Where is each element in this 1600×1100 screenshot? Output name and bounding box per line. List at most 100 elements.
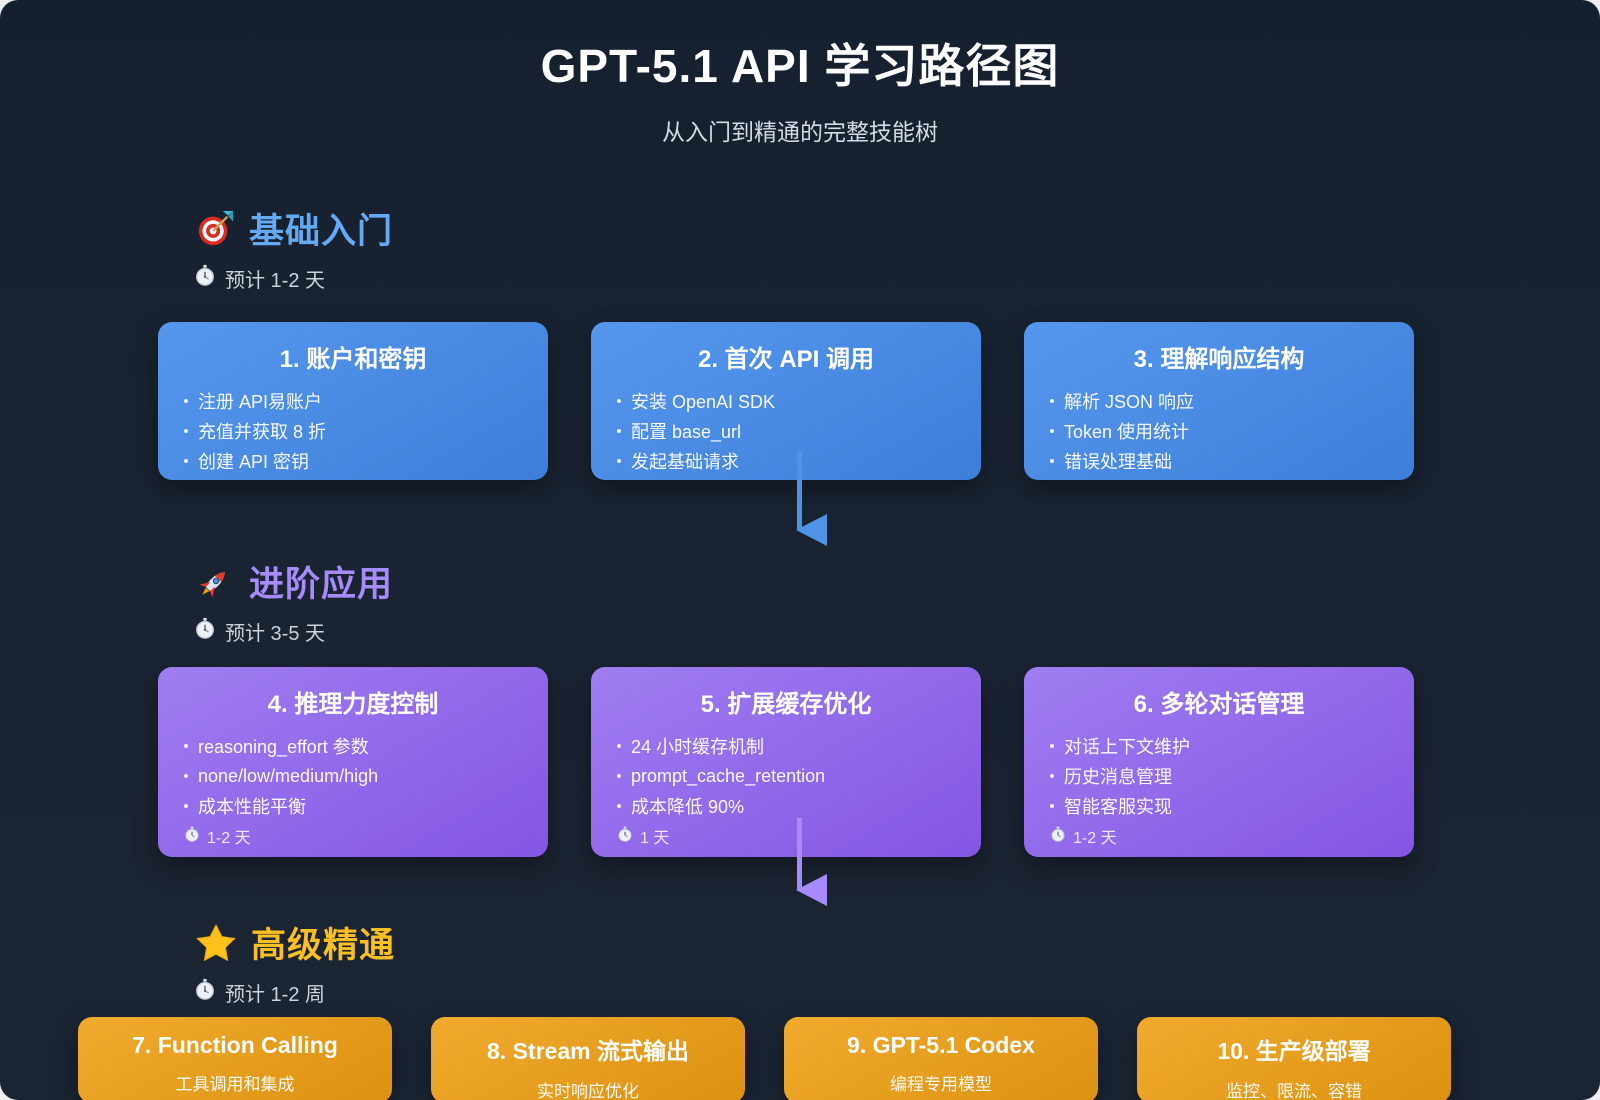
step-card-1: 1. 账户和密钥 注册 API易账户 充值并获取 8 折 创建 API 密钥 — [158, 322, 548, 480]
card-bullet: prompt_cache_retention — [617, 761, 955, 791]
arrow-head-icon — [796, 514, 827, 546]
step-card-10: 10. 生产级部署 监控、限流、容错 — [1137, 1017, 1451, 1100]
cards-row-mastery: 7. Function Calling 工具调用和集成 8. Stream 流式… — [78, 1017, 1600, 1100]
bullet-dot — [1050, 399, 1054, 403]
section-eta: 预计 3-5 天 — [194, 617, 1600, 645]
bullet-dot — [184, 744, 188, 748]
step-card-4: 4. 推理力度控制 reasoning_effort 参数 none/low/m… — [158, 667, 548, 857]
section-mastery: 高级精通 预计 1-2 周 7. Function Calling 工具调用和集… — [0, 917, 1600, 1100]
section-header: 高级精通 — [196, 917, 1600, 968]
stopwatch-icon — [194, 978, 216, 1006]
section-advanced: 进阶应用 预计 3-5 天 4. 推理力度控制 reasoning_effort… — [0, 556, 1600, 857]
card-bullet: 对话上下文维护 — [1050, 731, 1388, 761]
card-bullet: none/low/medium/high — [184, 761, 522, 791]
card-bullet: 解析 JSON 响应 — [1050, 386, 1388, 416]
card-bullet: 智能客服实现 — [1050, 791, 1388, 821]
cards-row-advanced: 4. 推理力度控制 reasoning_effort 参数 none/low/m… — [158, 667, 1600, 857]
bullet-label: 注册 API易账户 — [198, 392, 323, 412]
card-title: 7. Function Calling — [132, 1032, 338, 1058]
bullet-dot — [1050, 429, 1054, 433]
card-title: 3. 理解响应结构 — [1133, 346, 1305, 373]
card-title: 10. 生产级部署 — [1217, 1038, 1371, 1064]
bullet-dot — [1050, 459, 1054, 463]
section-title: 基础入门 — [249, 212, 394, 251]
bullet-label: prompt_cache_retention — [631, 765, 826, 786]
bullet-dot — [617, 744, 621, 748]
card-subtitle: 监控、限流、容错 — [1226, 1082, 1362, 1100]
section-header: 进阶应用 — [196, 556, 1600, 607]
card-title: 5. 扩展缓存优化 — [700, 691, 872, 718]
card-title: 6. 多轮对话管理 — [1133, 691, 1305, 718]
bullet-label: 创建 API 密钥 — [198, 452, 310, 472]
section-basics: 基础入门 预计 1-2 天 1. 账户和密钥 注册 API易账户 充值并获取 8… — [0, 203, 1600, 480]
card-bullet: 成本降低 90% — [617, 791, 955, 821]
card-bullet: 错误处理基础 — [1050, 446, 1388, 476]
bullet-label: reasoning_effort 参数 — [198, 737, 369, 757]
stopwatch-icon — [617, 826, 633, 847]
card-bullet: 配置 base_url — [617, 416, 955, 446]
bullet-label: 错误处理基础 — [1064, 452, 1172, 472]
duration-label: 1 天 — [640, 830, 670, 847]
card-bullet: 成本性能平衡 — [184, 791, 522, 821]
bullet-dot — [1050, 744, 1054, 748]
card-title: 9. GPT-5.1 Codex — [847, 1032, 1035, 1058]
card-duration: 1-2 天 — [184, 824, 522, 848]
card-bullet: 发起基础请求 — [617, 446, 955, 476]
bullet-label: 成本降低 90% — [631, 797, 745, 817]
card-subtitle: 工具调用和集成 — [175, 1075, 295, 1094]
bullet-dot — [184, 399, 188, 403]
bullet-dot — [184, 429, 188, 433]
step-card-9: 9. GPT-5.1 Codex 编程专用模型 — [784, 1017, 1098, 1100]
bullet-label: 发起基础请求 — [631, 452, 739, 472]
card-title: 2. 首次 API 调用 — [697, 346, 875, 373]
duration-label: 1-2 天 — [1073, 830, 1117, 847]
bullet-label: 对话上下文维护 — [1064, 737, 1190, 757]
step-card-2: 2. 首次 API 调用 安装 OpenAI SDK 配置 base_url 发… — [591, 322, 981, 480]
stopwatch-icon — [194, 617, 216, 645]
bullet-label: Token 使用统计 — [1064, 422, 1190, 442]
section-eta: 预计 1-2 天 — [194, 264, 1600, 292]
bullet-dot — [184, 804, 188, 808]
stopwatch-icon — [194, 264, 216, 292]
section-eta-label: 预计 3-5 天 — [225, 622, 326, 645]
bullet-label: 安装 OpenAI SDK — [631, 392, 776, 412]
card-bullet: reasoning_effort 参数 — [184, 731, 522, 761]
bullet-label: 配置 base_url — [631, 422, 742, 442]
bullet-dot — [184, 774, 188, 778]
card-subtitle: 实时响应优化 — [537, 1082, 639, 1100]
bullet-dot — [184, 459, 188, 463]
bullet-label: 智能客服实现 — [1064, 797, 1172, 817]
step-card-6: 6. 多轮对话管理 对话上下文维护 历史消息管理 智能客服实现 1-2 天 — [1024, 667, 1414, 857]
step-card-8: 8. Stream 流式输出 实时响应优化 — [431, 1017, 745, 1100]
section-eta-label: 预计 1-2 天 — [225, 269, 326, 292]
section-title: 高级精通 — [251, 926, 396, 965]
section-title: 进阶应用 — [249, 565, 394, 604]
card-subtitle: 编程专用模型 — [890, 1075, 992, 1094]
card-duration: 1 天 — [617, 824, 955, 848]
bullet-label: 24 小时缓存机制 — [631, 737, 765, 757]
bullet-dot — [1050, 774, 1054, 778]
card-bullet: Token 使用统计 — [1050, 416, 1388, 446]
card-bullet: 24 小时缓存机制 — [617, 731, 955, 761]
arrow-line — [797, 451, 802, 530]
card-title: 1. 账户和密钥 — [279, 346, 427, 373]
bullet-label: 历史消息管理 — [1064, 767, 1172, 787]
card-title: 4. 推理力度控制 — [267, 691, 439, 718]
bullet-dot — [1050, 804, 1054, 808]
card-bullet: 充值并获取 8 折 — [184, 416, 522, 446]
bullet-label: none/low/medium/high — [198, 765, 379, 786]
bullet-label: 充值并获取 8 折 — [198, 422, 327, 442]
star-icon — [196, 923, 236, 962]
card-duration: 1-2 天 — [1050, 824, 1388, 848]
card-title: 8. Stream 流式输出 — [487, 1038, 689, 1064]
card-bullet: 安装 OpenAI SDK — [617, 386, 955, 416]
page-subtitle: 从入门到精通的完整技能树 — [662, 119, 938, 145]
step-card-3: 3. 理解响应结构 解析 JSON 响应 Token 使用统计 错误处理基础 — [1024, 322, 1414, 480]
arrow-line — [797, 818, 802, 890]
card-bullet: 创建 API 密钥 — [184, 446, 522, 476]
cards-row-basics: 1. 账户和密钥 注册 API易账户 充值并获取 8 折 创建 API 密钥 2… — [158, 322, 1600, 480]
arrow-head-icon — [796, 874, 827, 906]
bullet-dot — [617, 459, 621, 463]
stopwatch-icon — [184, 826, 200, 847]
